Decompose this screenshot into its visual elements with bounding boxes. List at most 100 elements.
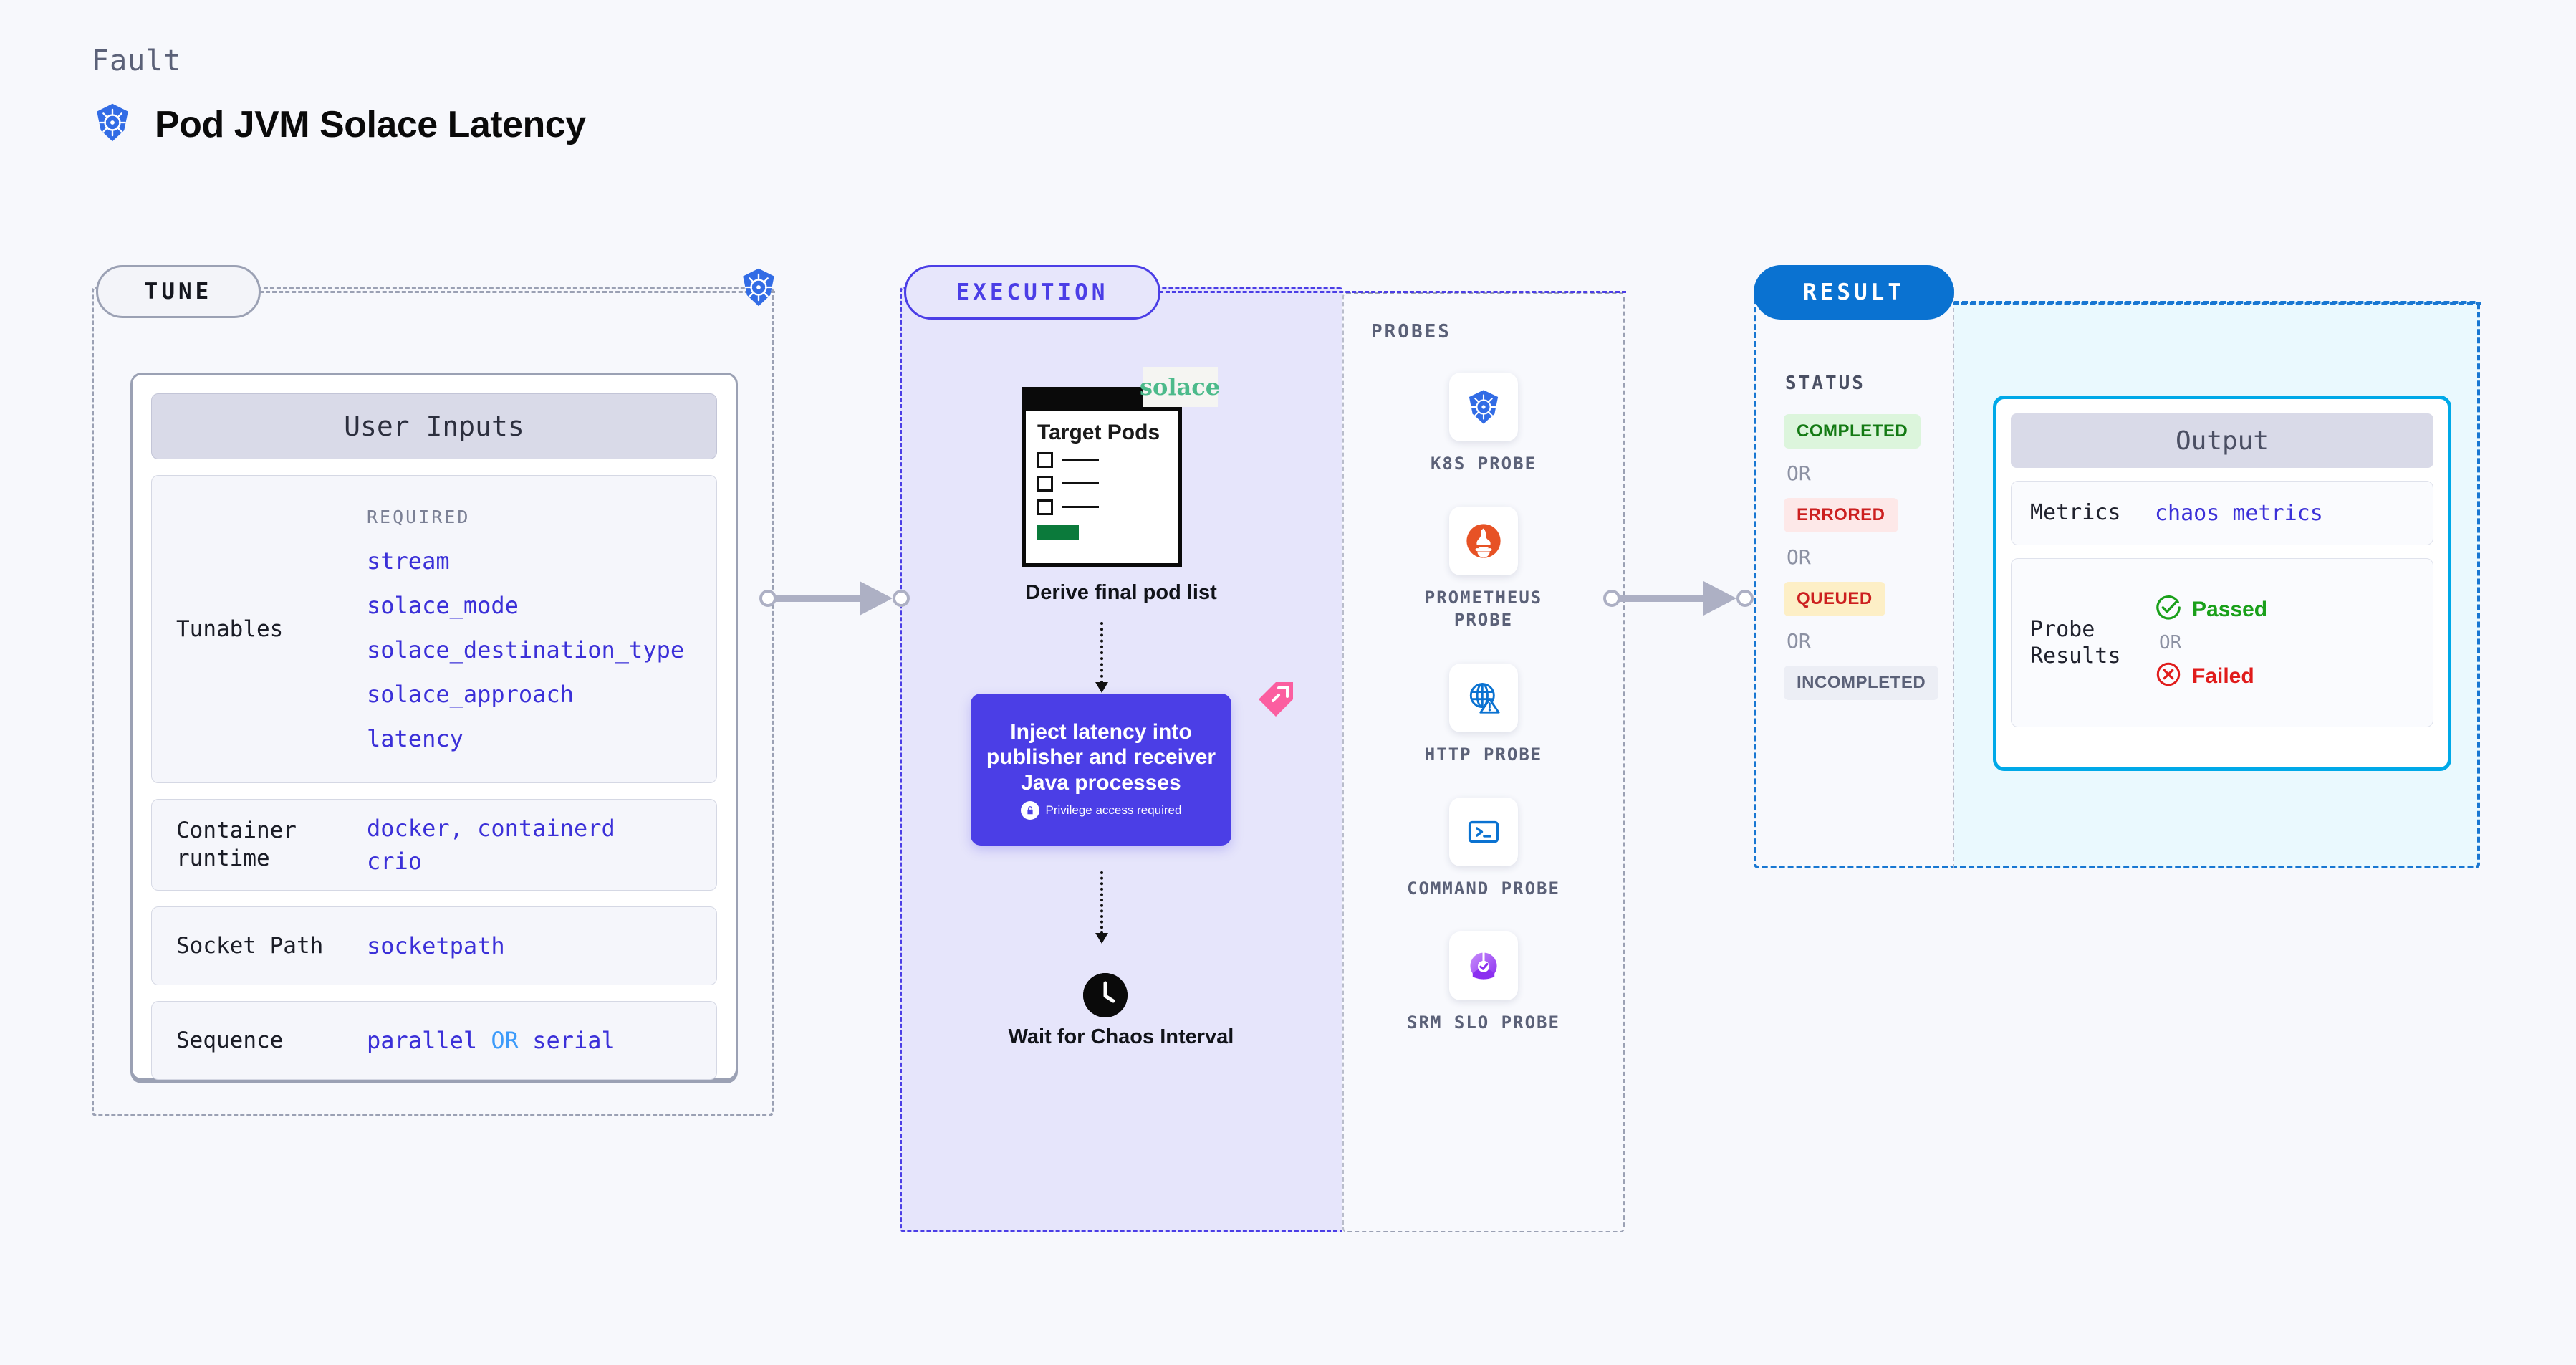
check-circle-icon xyxy=(2155,594,2182,625)
wait-chaos-interval-caption: Wait for Chaos Interval xyxy=(1008,1025,1234,1048)
execution-pill[interactable]: EXECUTION xyxy=(904,265,1160,320)
probe-label: COMMAND PROBE xyxy=(1407,878,1560,899)
value-docker: docker xyxy=(367,814,450,842)
privilege-note: Privilege access required xyxy=(1020,800,1182,820)
flow-arrow-icon xyxy=(1095,622,1108,693)
probe-item-prometheus[interactable]: PROMETHEUS PROBE xyxy=(1390,507,1577,631)
probe-result-passed: Passed xyxy=(2155,594,2267,625)
status-or-label: OR xyxy=(1787,545,1811,569)
socket-path-row: Socket Path socketpath xyxy=(151,906,717,985)
tunable-solace-approach[interactable]: solace_approach xyxy=(367,680,574,708)
output-card: Output Metrics chaos metrics Probe Resul… xyxy=(1993,396,2451,771)
sequence-values: parallel OR serial xyxy=(367,1024,615,1057)
target-pods-item xyxy=(1037,499,1166,515)
required-caption: REQUIRED xyxy=(367,506,471,527)
connector-line xyxy=(768,595,875,602)
probe-label: SRM SLO PROBE xyxy=(1407,1012,1560,1033)
target-pods-progress-bar xyxy=(1037,524,1079,540)
sequence-row: Sequence parallel OR serial xyxy=(151,1001,717,1080)
target-pods-body: Target Pods xyxy=(1026,411,1178,540)
metrics-row: Metrics chaos metrics xyxy=(2011,481,2433,545)
tune-top-border xyxy=(259,291,775,293)
terminal-icon xyxy=(1449,797,1518,866)
prometheus-icon xyxy=(1449,507,1518,576)
solace-logo-text: solace xyxy=(1139,373,1221,401)
probe-failed-label: Failed xyxy=(2192,664,2254,688)
probe-passed-label: Passed xyxy=(2192,597,2268,621)
sequence-label: Sequence xyxy=(176,1027,284,1053)
result-top-border xyxy=(1953,302,2481,305)
privilege-note-text: Privilege access required xyxy=(1045,803,1182,817)
probe-results-or: OR xyxy=(2159,632,2182,653)
status-badge-queued: QUEUED xyxy=(1784,582,1885,616)
execution-top-border xyxy=(1159,291,1626,293)
user-inputs-card: User Inputs Tunables REQUIRED stream sol… xyxy=(130,373,738,1081)
output-header: Output xyxy=(2011,413,2433,468)
kubernetes-icon xyxy=(1449,373,1518,441)
checkbox-icon xyxy=(1037,475,1053,492)
result-pill[interactable]: RESULT xyxy=(1754,265,1954,320)
tunable-stream[interactable]: stream xyxy=(367,547,450,575)
inject-latency-caption: Inject latency into publisher and receiv… xyxy=(986,720,1216,795)
container-runtime-label: Container runtime xyxy=(176,818,297,871)
tunables-label: Tunables xyxy=(176,616,284,642)
x-circle-icon xyxy=(2155,661,2182,691)
sequence-separator: OR xyxy=(491,1026,519,1054)
container-runtime-values: docker, containerd crio xyxy=(367,812,615,878)
socket-path-value: socketpath xyxy=(367,931,505,959)
probe-label: PROMETHEUS PROBE xyxy=(1424,588,1543,631)
status-badge-errored: ERRORED xyxy=(1784,498,1898,532)
derive-pod-list-caption: Derive final pod list xyxy=(1025,581,1217,604)
tunable-latency[interactable]: latency xyxy=(367,724,463,752)
user-inputs-title: User Inputs xyxy=(344,411,524,442)
target-pods-item xyxy=(1037,475,1166,492)
tune-container xyxy=(92,287,774,1116)
connector-end-dot xyxy=(893,590,910,607)
page-eyebrow: Fault xyxy=(92,44,182,77)
tunables-section: Tunables REQUIRED stream solace_mode sol… xyxy=(151,475,717,783)
connector-execution-to-result xyxy=(1603,577,1761,620)
title-row: Pod JVM Solace Latency xyxy=(92,102,586,147)
status-or-label: OR xyxy=(1787,629,1811,653)
user-inputs-header: User Inputs xyxy=(151,393,717,459)
probe-item-command[interactable]: COMMAND PROBE xyxy=(1390,797,1577,900)
srm-slo-icon xyxy=(1449,931,1518,1000)
kubernetes-icon xyxy=(92,102,133,147)
tunable-solace-mode[interactable]: solace_mode xyxy=(367,591,519,619)
connector-start-dot xyxy=(1603,590,1620,607)
metrics-label: Metrics xyxy=(2030,500,2121,526)
checkbox-icon xyxy=(1037,499,1053,515)
tune-pill[interactable]: TUNE xyxy=(96,265,261,318)
checkbox-icon xyxy=(1037,451,1053,468)
probe-label: HTTP PROBE xyxy=(1424,744,1543,765)
probe-item-srm-slo[interactable]: SRM SLO PROBE xyxy=(1390,931,1577,1034)
probe-result-failed: Failed xyxy=(2155,661,2267,691)
value-parallel: parallel xyxy=(367,1026,478,1054)
placeholder-line xyxy=(1062,482,1099,484)
inject-latency-step: Inject latency into publisher and receiv… xyxy=(971,682,1293,846)
probes-container xyxy=(1342,292,1625,1232)
probe-results-row: Probe Results Passed OR xyxy=(2011,558,2433,727)
page-title: Pod JVM Solace Latency xyxy=(155,103,586,145)
value-serial: serial xyxy=(532,1026,615,1054)
value-containerd: containerd xyxy=(477,814,615,842)
connector-start-dot xyxy=(759,590,777,607)
status-caption: STATUS xyxy=(1785,373,1865,394)
socket-path-label: Socket Path xyxy=(176,932,324,959)
probes-caption: PROBES xyxy=(1371,321,1451,343)
target-pods-item xyxy=(1037,451,1166,468)
probe-item-http[interactable]: HTTP PROBE xyxy=(1390,663,1577,766)
connector-line xyxy=(1612,595,1719,602)
connector-arrowhead xyxy=(1703,581,1736,616)
probe-label: K8S PROBE xyxy=(1430,454,1537,474)
kubernetes-icon xyxy=(738,267,779,312)
target-pods-heading: Target Pods xyxy=(1037,421,1160,444)
flow-arrow-icon xyxy=(1095,871,1108,944)
metrics-value[interactable]: chaos metrics xyxy=(2155,500,2323,526)
tunable-solace-destination-type[interactable]: solace_destination_type xyxy=(367,636,685,664)
container-runtime-row: Container runtime docker, containerd cri… xyxy=(151,799,717,891)
status-list: COMPLETED OR ERRORED OR QUEUED OR INCOMP… xyxy=(1784,414,1939,700)
probe-item-k8s[interactable]: K8S PROBE xyxy=(1390,373,1577,475)
tunables-list: REQUIRED stream solace_mode solace_desti… xyxy=(367,507,684,752)
probe-results-values: Passed OR Failed xyxy=(2155,594,2267,691)
